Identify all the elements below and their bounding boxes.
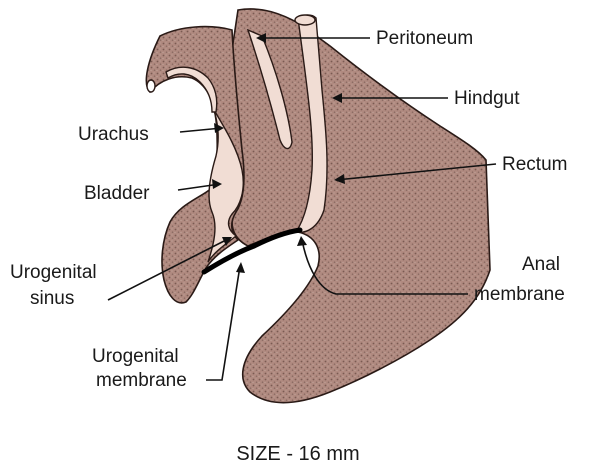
hindgut-opening <box>294 14 316 26</box>
hindgut-arrowhead <box>332 93 342 103</box>
label-anal-membrane-line1: Anal <box>522 254 560 275</box>
bladder-lumen <box>207 109 244 263</box>
anal-membrane-line <box>251 227 303 249</box>
leader-lines <box>107 33 497 381</box>
peritoneal-recess <box>246 28 293 150</box>
urachus-arrowhead <box>214 123 224 133</box>
urogenital-membrane-line <box>201 243 257 275</box>
rectum-arrowhead <box>334 174 345 184</box>
umbilical-opening <box>146 79 156 93</box>
label-rectum: Rectum <box>502 154 567 175</box>
anal-membrane-arrowhead <box>297 236 307 246</box>
urogenital-sinus-arrowhead <box>222 237 232 246</box>
label-peritoneum: Peritoneum <box>376 28 473 49</box>
urogenital-membrane-arrowhead <box>236 262 245 273</box>
label-urogenital-sinus-line2: sinus <box>30 288 74 309</box>
label-bladder: Bladder <box>84 183 150 204</box>
label-urogenital-sinus-line1: Urogenital <box>10 262 97 283</box>
hindgut-lumen <box>294 14 328 234</box>
label-urogenital-membrane-line2: membrane <box>96 370 187 391</box>
label-urachus: Urachus <box>78 124 149 145</box>
bladder-arrowhead <box>212 179 222 189</box>
peritoneum-arrowhead <box>256 33 266 43</box>
label-anal-membrane-line2: membrane <box>474 284 565 305</box>
label-hindgut: Hindgut <box>454 88 520 109</box>
label-urogenital-membrane-line1: Urogenital <box>92 346 179 367</box>
urachus-lumen <box>165 66 218 113</box>
size-caption: SIZE - 16 mm <box>236 443 359 465</box>
